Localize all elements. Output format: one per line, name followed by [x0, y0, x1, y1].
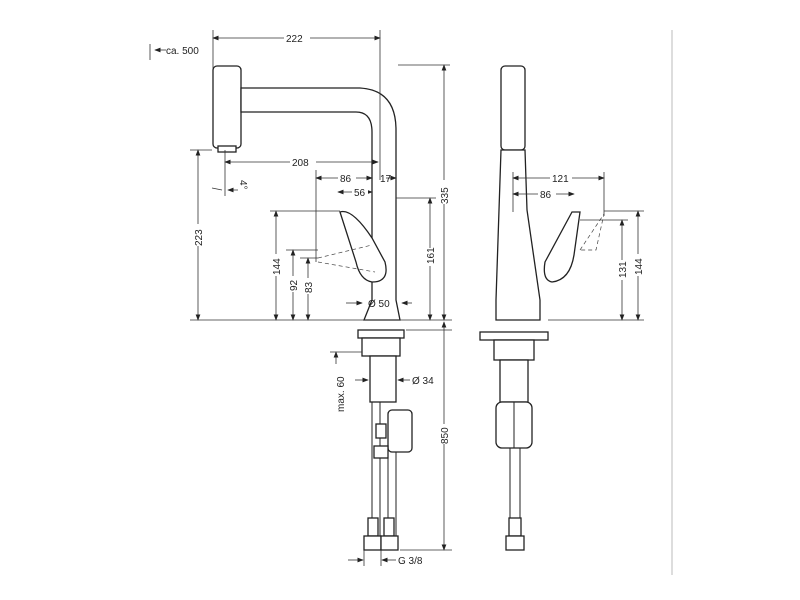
front-dimensions: 121 86 131 144: [512, 172, 645, 321]
connector-left: [367, 517, 379, 537]
front-mounting-nut: [493, 339, 535, 361]
front-handle-offset-dim: 86: [540, 190, 552, 201]
front-handle-open-position: [579, 213, 605, 251]
max-deck-dim: max. 60: [336, 376, 347, 412]
diverter-box: [387, 409, 413, 453]
mounting-nut: [361, 337, 401, 357]
handle-mid-dim: 92: [289, 279, 300, 291]
front-nut: [505, 535, 525, 551]
front-handle-reach-dim: 121: [552, 174, 569, 185]
body-to-spout-dim: 17: [380, 174, 392, 185]
side-view-faucet: [212, 65, 413, 551]
spray-angle-dim: 4°: [237, 180, 248, 190]
base-diameter-dim: Ø 50: [368, 299, 390, 310]
front-spray-head: [500, 65, 526, 151]
spout-body: [240, 87, 401, 321]
front-handle-height-dim: 131: [618, 261, 629, 278]
handle-offset-dim: 86: [340, 174, 352, 185]
front-view-faucet: [479, 65, 605, 551]
handle-pivot-dim: 56: [354, 188, 366, 199]
spray-head: [212, 65, 242, 149]
side-dimensions: ca. 500 222 208 4° 86 17 56 335 223: [149, 30, 452, 567]
shank: [369, 355, 397, 403]
spray-nozzle: [217, 145, 237, 153]
hose-length-dim: 850: [440, 427, 451, 444]
nut-left: [363, 535, 382, 551]
front-body: [495, 149, 541, 321]
front-shank: [499, 359, 529, 403]
hose-nut: [373, 445, 389, 459]
front-handle-top-dim: 144: [634, 258, 645, 275]
thread-dim: G 3/8: [398, 556, 423, 567]
total-height-dim: 335: [440, 187, 451, 204]
front-handle: [543, 211, 581, 283]
shank-diameter-dim: Ø 34: [412, 376, 434, 387]
nut-right: [380, 535, 399, 551]
handle-lever: [339, 210, 387, 283]
handle-open-position: [317, 244, 376, 273]
spout-projection-dim: 222: [286, 34, 303, 45]
body-height-dim: 161: [426, 247, 437, 264]
handle-low-dim: 83: [304, 281, 315, 293]
spray-height-dim: 223: [194, 229, 205, 246]
front-mounting-plate: [479, 331, 549, 341]
mounting-plate: [357, 329, 405, 339]
front-connector: [508, 517, 522, 537]
handle-top-dim: 144: [272, 258, 283, 275]
hose-connector: [375, 423, 387, 439]
connector-right: [383, 517, 395, 537]
reach-label: ca. 500: [166, 46, 199, 57]
spray-projection-dim: 208: [292, 158, 309, 169]
